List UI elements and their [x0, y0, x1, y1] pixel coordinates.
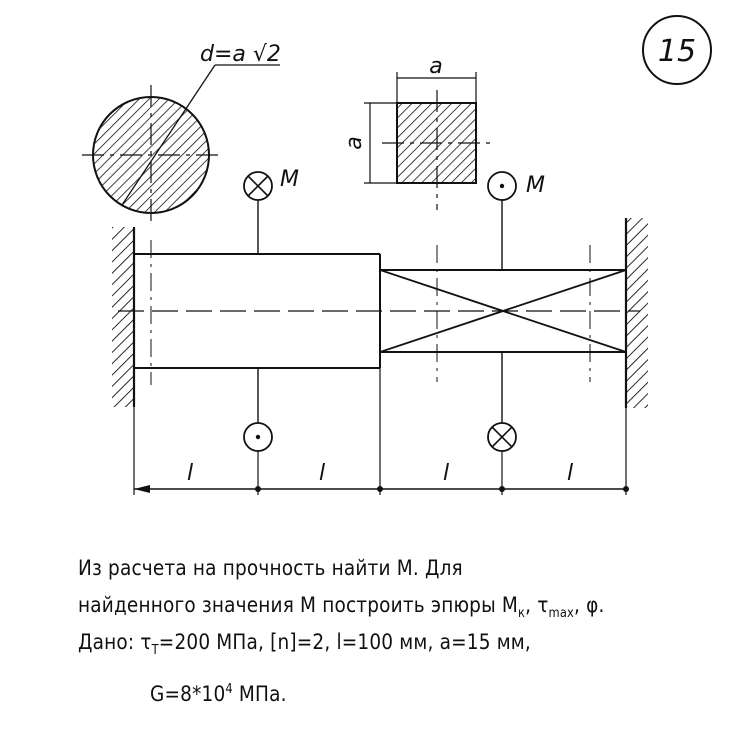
- square-side-left-label: a: [342, 136, 367, 149]
- segment-1-label: l: [187, 461, 193, 486]
- length-dimensions: l l l l: [133, 368, 629, 495]
- moment-2: M: [487, 171, 545, 452]
- moment-1: M: [243, 167, 299, 452]
- left-wall: [112, 227, 136, 407]
- shaft-circular-part: [134, 240, 381, 385]
- problem-number-badge: 15: [642, 15, 712, 85]
- task-line-4: G=8*104 МПа.: [150, 682, 287, 706]
- segment-4-label: l: [567, 461, 573, 486]
- segment-3-label: l: [443, 461, 449, 486]
- problem-number: 15: [658, 34, 696, 69]
- diameter-label: d=a √2: [200, 42, 281, 67]
- right-wall: [624, 218, 648, 408]
- task-line-1: Из расчета на прочность найти М. Для: [78, 556, 463, 580]
- task-line-2: найденного значения М построить эпюры Мк…: [78, 593, 605, 622]
- task-line-3: Дано: τТ=200 МПа, [n]=2, l=100 мм, a=15 …: [78, 630, 531, 659]
- moment-2-label: M: [526, 173, 545, 198]
- square-section: a a: [342, 54, 492, 210]
- circular-section: d=a √2: [82, 42, 281, 225]
- square-side-top-label: a: [429, 54, 442, 79]
- segment-2-label: l: [319, 461, 325, 486]
- shaft-square-part: [379, 245, 627, 382]
- moment-1-label: M: [280, 167, 299, 192]
